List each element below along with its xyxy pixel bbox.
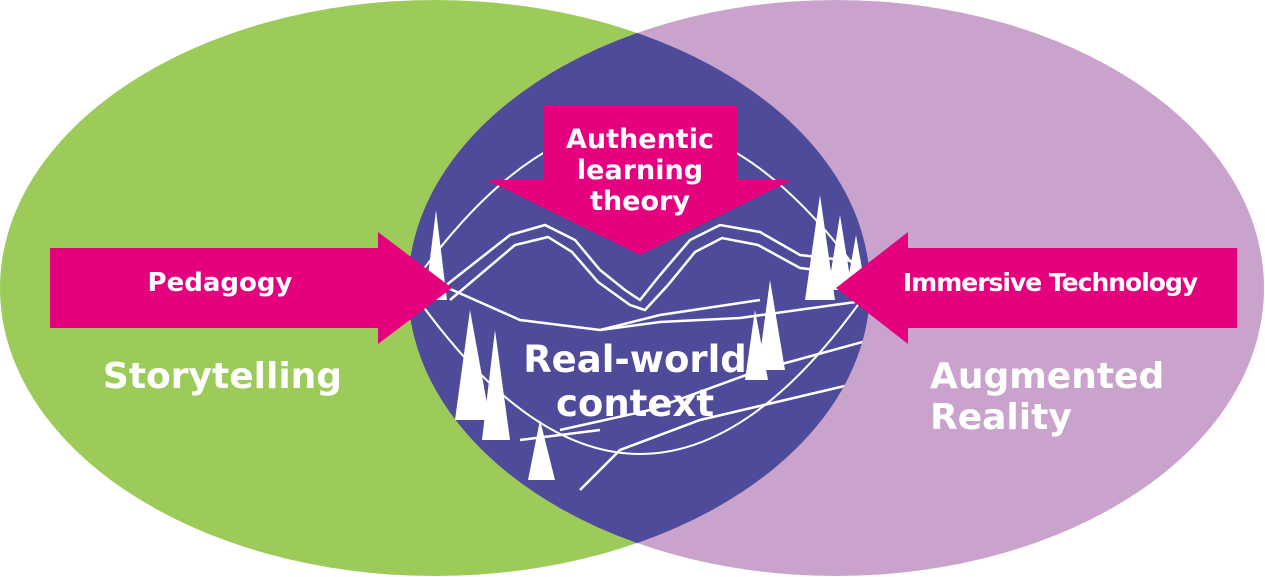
pedagogy-arrow (50, 232, 452, 344)
immersive-technology-arrow (836, 232, 1237, 344)
authentic-learning-arrow (487, 106, 792, 255)
storytelling-label: Storytelling (102, 356, 343, 397)
augmented-reality-label: Augmented Reality (930, 356, 1165, 439)
mountain-landscape-illustration (429, 223, 870, 491)
immersive-technology-label: Immersive Technology (902, 268, 1198, 297)
pedagogy-label: Pedagogy (147, 268, 293, 298)
authentic-learning-label: Authentic learning theory (566, 124, 714, 218)
real-world-context-label: Real-world context (523, 338, 747, 426)
